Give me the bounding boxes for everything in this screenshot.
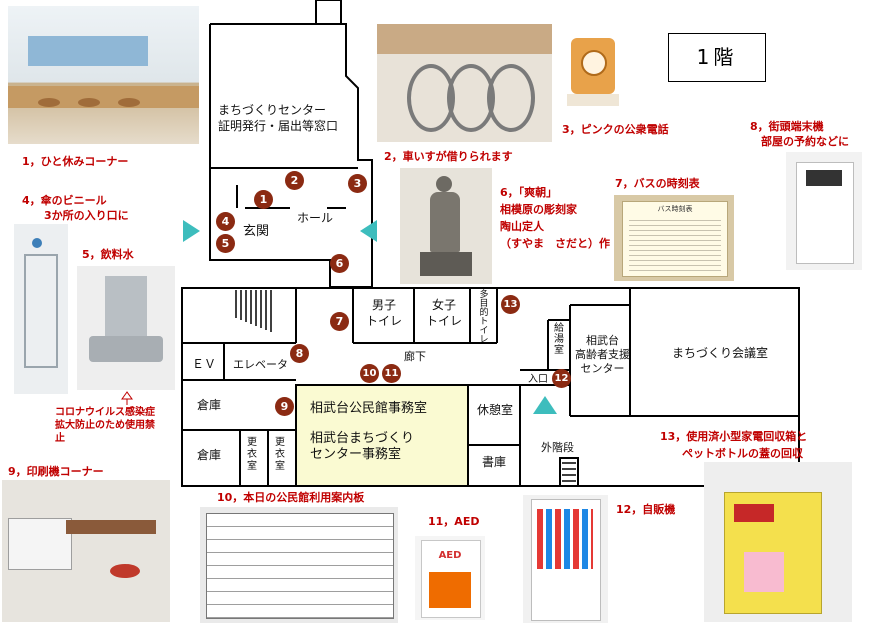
floor-label: 1階	[668, 33, 766, 82]
room-ev: ＥＶ	[192, 357, 217, 371]
marker-5: 5	[216, 234, 235, 253]
caption-10: 10，本日の公民館利用案内板	[217, 491, 365, 504]
marker-7: 7	[330, 312, 349, 331]
caption-1: 1，ひと休みコーナー	[22, 155, 129, 168]
photo-umbrella-bags	[14, 224, 68, 394]
caption-4: 4，傘のビニール 3か所の入り口に	[22, 194, 129, 222]
room-multi-toilet: 多目的トイレ	[479, 290, 489, 345]
caption-6: 6，「爽朝」 相模原の彫刻家 陶山定人 （すやま さだと）作	[500, 186, 610, 250]
photo-drinking-water	[77, 266, 175, 390]
photo-terminal	[786, 152, 862, 270]
room-office-1: 相武台公民館事務室	[310, 401, 428, 416]
marker-6: 6	[330, 254, 349, 273]
room-library: 書庫	[482, 455, 507, 469]
marker-4: 4	[216, 212, 235, 231]
room-elevator: エレベータ	[233, 358, 288, 371]
aed-label: AED	[438, 550, 462, 561]
marker-8: 8	[290, 344, 309, 363]
room-locker-2: 更 衣 室	[275, 437, 285, 472]
caption-7: 7，バスの時刻表	[615, 177, 700, 190]
photo-statue	[400, 168, 492, 284]
photo-pink-phone	[561, 30, 625, 112]
room-locker-1: 更 衣 室	[247, 437, 257, 472]
marker-2: 2	[285, 171, 304, 190]
photo-bus-timetable: バス時刻表	[614, 195, 734, 281]
room-storage-2: 倉庫	[197, 448, 222, 462]
photo-guide-board	[200, 507, 398, 623]
caption-8: 8，街頭端末機 部屋の予約などに	[750, 120, 849, 148]
room-rest: 休憩室	[477, 403, 514, 417]
entrance-arrow-right	[360, 220, 377, 242]
caption-12: 12，自販機	[616, 503, 676, 516]
room-elderly-center: 相武台 高齢者支援 センター	[575, 334, 630, 375]
caption-9: 9，印刷機コーナー	[8, 465, 104, 478]
room-meeting: まちづくり会議室	[672, 346, 769, 360]
marker-1: 1	[254, 190, 273, 209]
photo-wheelchairs	[377, 24, 552, 142]
marker-12: 12	[552, 369, 571, 388]
entrance-arrow-bottom	[533, 396, 557, 414]
room-outer-stairs: 外階段	[541, 441, 574, 454]
marker-11: 11	[382, 364, 401, 383]
caption-3: 3，ピンクの公衆電話	[562, 123, 669, 136]
photo-rest-corner	[8, 6, 199, 144]
photo-aed: AED	[415, 536, 485, 620]
room-women-toilet: 女子 トイレ	[426, 298, 463, 328]
marker-13: 13	[501, 295, 520, 314]
photo-recycle-box	[704, 462, 852, 622]
photo-vending-machine	[523, 495, 608, 623]
room-center-window: まちづくりセンター 証明発行・届出等窓口	[218, 103, 339, 133]
caption-13: 13，使用済小型家電回収箱と ペットボトルの蓋の回収	[660, 430, 808, 460]
room-hall: ホール	[297, 211, 334, 225]
room-office-2: 相武台まちづくり センター事務室	[310, 431, 415, 462]
caption-5-note: コロナウイルス感染症 拡大防止のため使用禁 止	[55, 407, 155, 444]
marker-9: 9	[275, 397, 294, 416]
caption-11: 11，AED	[428, 515, 480, 528]
room-men-toilet: 男子 トイレ	[366, 298, 403, 328]
marker-10: 10	[360, 364, 379, 383]
room-entrance: 玄関	[243, 224, 270, 239]
photo-printer-corner	[2, 480, 170, 622]
room-corridor: 廊下	[404, 350, 426, 363]
room-kyuto: 給湯室	[554, 323, 564, 356]
room-entrance-small: 入口	[528, 374, 548, 385]
bus-sign-title: バス時刻表	[657, 205, 693, 213]
entrance-arrow-left	[183, 220, 200, 242]
room-storage-1: 倉庫	[197, 398, 222, 412]
caption-5: 5，飲料水	[82, 248, 134, 261]
marker-3: 3	[348, 174, 367, 193]
caption-2: 2，車いすが借りられます	[384, 150, 513, 163]
